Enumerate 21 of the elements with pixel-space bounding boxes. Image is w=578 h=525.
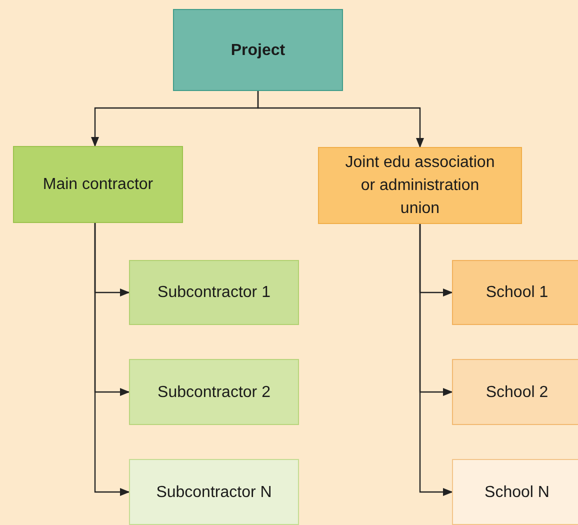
arrow	[419, 224, 453, 496]
box-label: Project	[230, 40, 286, 60]
arrow	[94, 223, 130, 496]
box-label: Joint edu association or administration union	[344, 153, 496, 219]
box-label: School N	[484, 482, 550, 502]
box-label: School 1	[486, 283, 548, 303]
org-box	[129, 359, 299, 425]
box-label: Main contractor	[42, 175, 154, 195]
org-box	[129, 459, 299, 525]
org-box	[452, 260, 578, 325]
box-label: Subcontractor 2	[158, 382, 270, 402]
org-box	[129, 260, 299, 325]
org-box	[173, 9, 343, 91]
org-box	[452, 359, 578, 425]
org-box	[13, 146, 183, 223]
box-label: Subcontractor 1	[158, 283, 270, 303]
box-label: School 2	[486, 382, 548, 402]
org-box	[318, 147, 522, 224]
arrow	[257, 91, 424, 148]
box-label: Subcontractor N	[156, 482, 272, 502]
org-box	[452, 459, 578, 525]
